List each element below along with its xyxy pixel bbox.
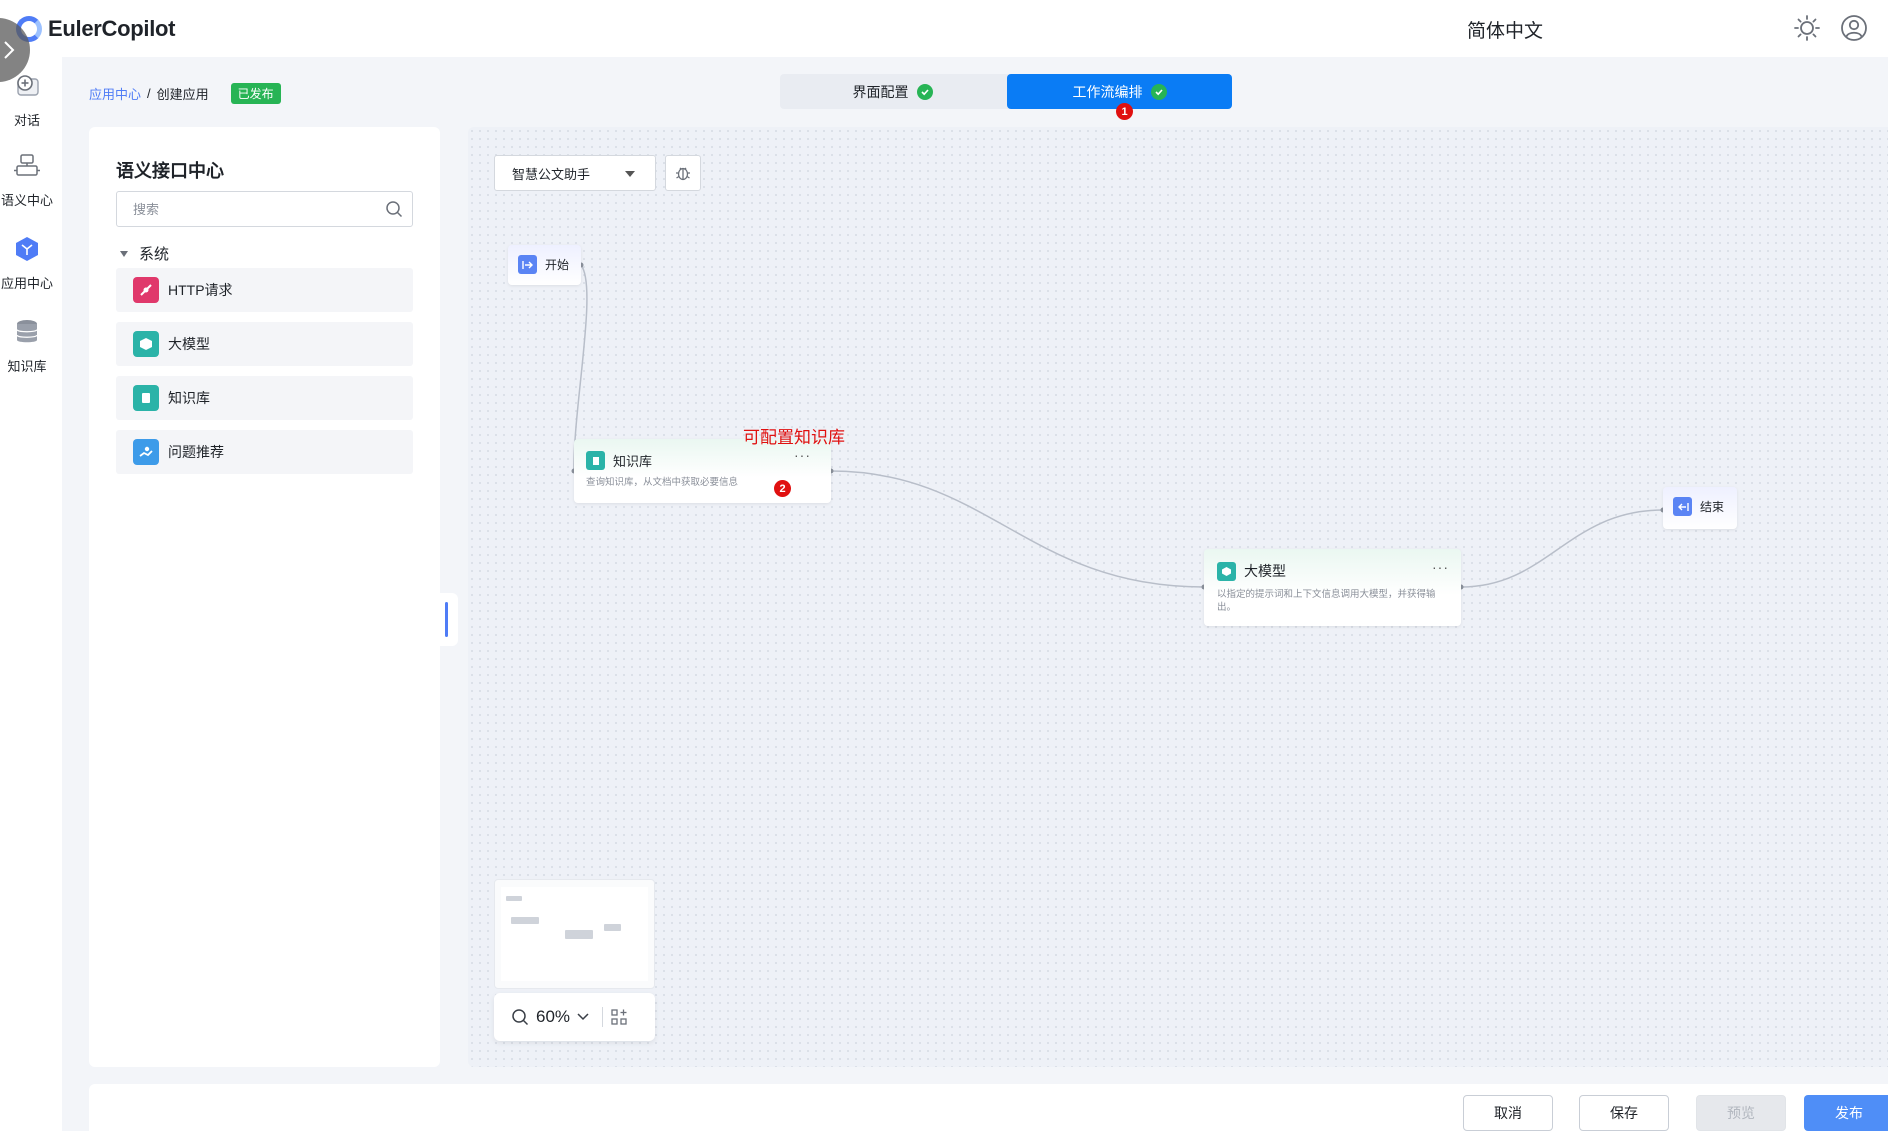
nav-item-chat[interactable]: 对话	[0, 71, 54, 129]
panel-collapse-handle[interactable]	[440, 593, 458, 646]
nav-label-knowledge-base: 知识库	[7, 359, 47, 374]
nav-label-semantic-center: 语义中心	[0, 193, 53, 208]
question-suggest-icon	[133, 439, 159, 465]
chevron-right-icon	[4, 41, 15, 59]
zoom-divider	[602, 1007, 604, 1027]
chevron-down-icon[interactable]	[577, 1013, 589, 1021]
app-name: EulerCopilot	[48, 16, 176, 41]
minimap-node	[506, 896, 522, 901]
plugin-icon	[14, 154, 40, 176]
minimap-viewport	[501, 887, 648, 981]
tab-ui-config[interactable]: 界面配置	[780, 74, 1005, 109]
breadcrumb: 应用中心 / 创建应用 已发布	[89, 83, 281, 104]
minimap-node	[511, 917, 539, 924]
list-item-http[interactable]: HTTP请求	[116, 268, 413, 312]
nav-label-app-center: 应用中心	[0, 276, 53, 291]
knowledge-base-icon	[133, 385, 159, 411]
semantic-interface-panel: 语义接口中心 系统 HTTP请求 大模型 知识库 问题推荐	[89, 127, 440, 1067]
app-cube-icon	[16, 237, 38, 261]
more-options-icon[interactable]: ···	[1432, 559, 1449, 575]
node-start[interactable]: 开始	[508, 245, 581, 285]
item-label: HTTP请求	[168, 282, 233, 298]
workflow-select[interactable]: 智慧公文助手	[494, 155, 656, 191]
item-label: 知识库	[168, 390, 210, 406]
node-end[interactable]: 结束	[1663, 487, 1737, 529]
list-item-question-suggest[interactable]: 问题推荐	[116, 430, 413, 474]
annotation-marker-1: 1	[1116, 103, 1133, 120]
node-title: 大模型	[1244, 563, 1286, 579]
group-label: 系统	[139, 246, 170, 263]
zoom-level[interactable]: 60%	[536, 1007, 571, 1026]
more-options-icon[interactable]: ···	[794, 447, 811, 463]
list-item-knowledge[interactable]: 知识库	[116, 376, 413, 420]
breadcrumb-current: 创建应用	[156, 87, 209, 102]
left-nav: 对话 语义中心 应用中心 知识库	[0, 57, 62, 1131]
user-avatar-icon[interactable]	[1840, 14, 1868, 42]
item-label: 问题推荐	[168, 444, 224, 460]
publish-button[interactable]: 发布	[1804, 1095, 1888, 1131]
start-icon	[518, 255, 537, 274]
database-icon	[16, 320, 38, 343]
preview-button[interactable]: 预览	[1696, 1095, 1786, 1131]
knowledge-base-icon	[586, 451, 605, 470]
minimap[interactable]	[494, 879, 655, 989]
action-bar: 取消 保存 预览 发布	[89, 1084, 1888, 1131]
item-label: 大模型	[168, 336, 210, 352]
workflow-edges	[571, 262, 1666, 590]
tab-label: 界面配置	[852, 83, 909, 100]
workflow-name: 智慧公文助手	[512, 166, 591, 182]
language-switcher[interactable]: 简体中文	[1466, 21, 1543, 42]
status-badge: 已发布	[230, 83, 281, 104]
layout-grid-icon[interactable]	[610, 1008, 628, 1026]
search-icon[interactable]	[385, 200, 403, 218]
llm-cube-icon	[1217, 561, 1236, 581]
llm-cube-icon	[133, 331, 159, 357]
app-logo[interactable]: EulerCopilot	[16, 14, 175, 44]
breadcrumb-parent[interactable]: 应用中心	[89, 87, 142, 102]
top-bar: EulerCopilot 简体中文	[0, 0, 1888, 57]
minimap-node	[565, 930, 593, 939]
bug-icon	[676, 167, 690, 181]
search-input[interactable]	[116, 191, 413, 227]
chevron-down-icon	[625, 171, 635, 177]
chat-add-icon	[17, 75, 39, 96]
node-llm[interactable]: 大模型 ··· 以指定的提示词和上下文信息调用大模型，并获得输出。	[1204, 549, 1461, 626]
node-title: 结束	[1700, 500, 1725, 514]
zoom-search-icon[interactable]	[511, 1008, 529, 1026]
group-system[interactable]: 系统	[119, 243, 169, 264]
annotation-marker-2: 2	[774, 480, 791, 497]
nav-item-semantic-center[interactable]: 语义中心	[0, 151, 54, 209]
panel-title: 语义接口中心	[116, 161, 224, 181]
save-button[interactable]: 保存	[1579, 1095, 1669, 1131]
node-title: 知识库	[613, 454, 653, 469]
list-item-llm[interactable]: 大模型	[116, 322, 413, 366]
node-description: 查询知识库，从文档中获取必要信息	[586, 477, 739, 488]
node-title: 开始	[545, 258, 570, 272]
nav-item-knowledge-base[interactable]: 知识库	[0, 317, 54, 375]
breadcrumb-separator: /	[147, 86, 151, 101]
nav-label-chat: 对话	[13, 113, 40, 128]
minimap-node	[604, 924, 621, 931]
node-knowledge-base[interactable]: 知识库 ··· 查询知识库，从文档中获取必要信息	[574, 439, 831, 503]
zoom-controls: 60%	[494, 993, 655, 1041]
caret-down-icon	[120, 250, 128, 257]
check-circle-icon	[916, 83, 933, 100]
theme-sun-icon[interactable]	[1793, 14, 1821, 42]
debug-button[interactable]	[665, 155, 701, 191]
tab-label: 工作流编排	[1072, 83, 1143, 100]
end-icon	[1673, 497, 1692, 516]
node-description: 以指定的提示词和上下文信息调用大模型，并获得输出。	[1217, 589, 1436, 613]
config-tabs: 界面配置 工作流编排	[780, 74, 1232, 109]
http-request-icon	[133, 277, 159, 303]
workflow-canvas[interactable]: 智慧公文助手 开始 知识库 ··· 查询知识库，从文档中获取必要信息	[468, 127, 1888, 1067]
cancel-button[interactable]: 取消	[1463, 1095, 1553, 1131]
annotation-text: 可配置知识库	[743, 428, 845, 447]
nav-item-app-center[interactable]: 应用中心	[0, 234, 54, 292]
check-circle-icon	[1150, 83, 1167, 100]
